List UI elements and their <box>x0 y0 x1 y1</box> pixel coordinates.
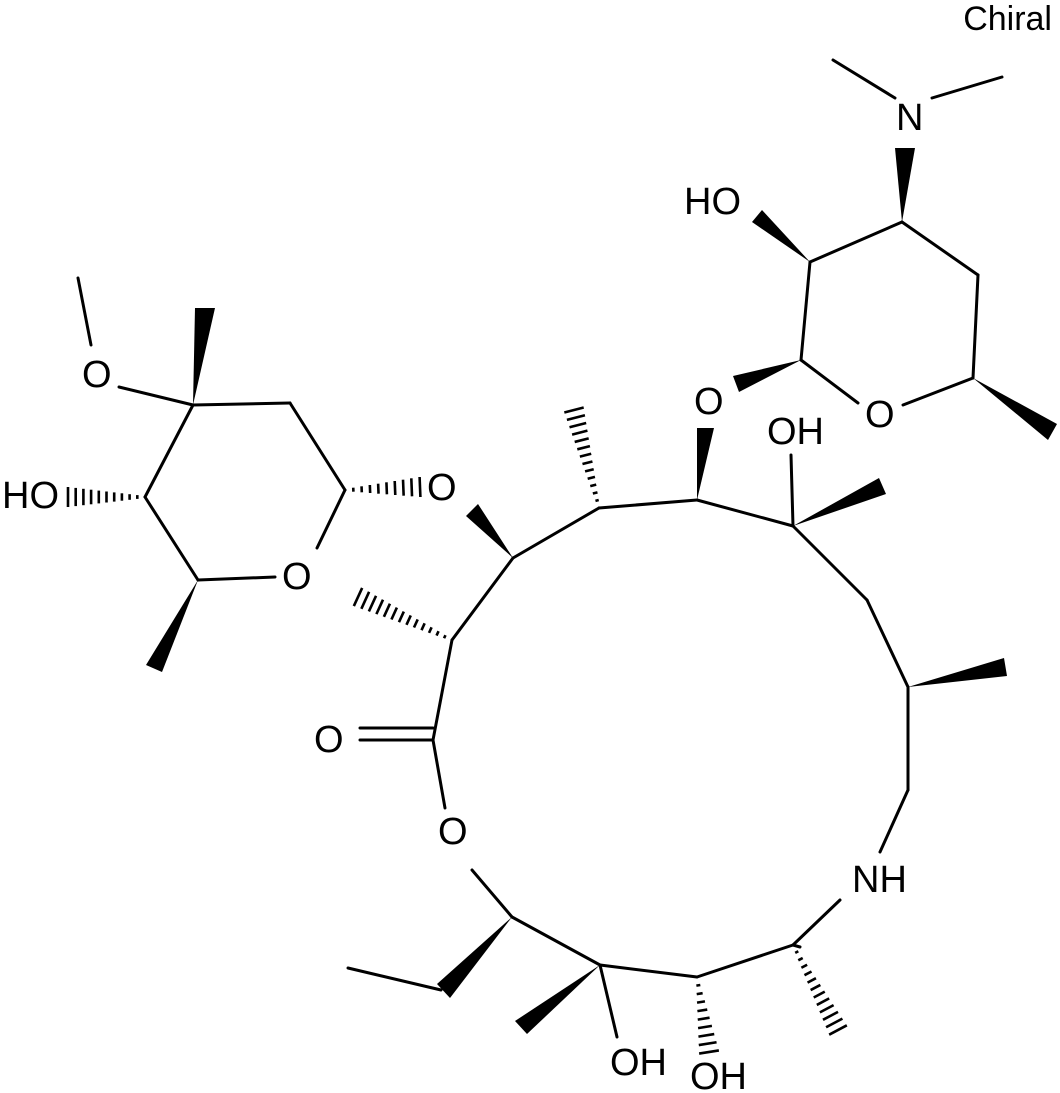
wedge-bond <box>752 210 810 262</box>
wedge-bond <box>973 378 1057 440</box>
wedge-bond <box>733 360 801 392</box>
atom-o-lactone: O <box>438 811 468 853</box>
bond <box>791 943 802 949</box>
atom-o-glyco-desosamine: O <box>694 381 724 423</box>
wedge-bond <box>437 917 512 998</box>
bond <box>598 963 699 979</box>
bond <box>346 966 443 992</box>
atom-o-carbonyl: O <box>314 719 344 761</box>
hashed-bond <box>696 983 720 1055</box>
hashed-bond <box>563 406 600 503</box>
bond <box>930 75 1004 100</box>
bond <box>695 943 795 979</box>
bond <box>431 738 447 810</box>
bond <box>597 498 699 510</box>
chiral-flag: Chiral <box>963 0 1052 38</box>
bond <box>808 220 904 264</box>
wedge-bond <box>515 965 600 1034</box>
atom-o-glyco-cladinose: O <box>427 467 457 509</box>
hashed-bond-layer <box>66 406 848 1055</box>
bond <box>799 260 812 362</box>
bond <box>791 524 869 602</box>
atom-oh-c11: OH <box>690 1056 747 1093</box>
bond <box>511 506 601 560</box>
atom-oh-c6: OH <box>767 411 824 453</box>
bond-layer <box>76 58 1004 1039</box>
bond <box>315 488 347 550</box>
bond <box>865 598 910 689</box>
bond <box>76 276 93 347</box>
atom-o-cladinose-ring: O <box>282 556 312 598</box>
atom-n-dimethylamino: N <box>896 97 923 139</box>
wedge-bond <box>193 308 215 405</box>
bond <box>901 376 975 407</box>
atom-oh-cladinose: HO <box>2 475 59 517</box>
wedge-bond <box>466 504 513 558</box>
bond <box>971 273 980 380</box>
bond <box>789 453 795 528</box>
bond <box>450 556 515 642</box>
atom-label-layer: N HO O O OH O HO O O O O NH OH OH <box>2 97 923 1093</box>
wedge-bond <box>146 580 198 672</box>
wedge-bond <box>793 478 886 526</box>
wedge-bond <box>908 658 1007 687</box>
bond <box>191 401 292 407</box>
bond <box>799 358 860 405</box>
hashed-bond <box>352 587 447 639</box>
bond <box>117 385 195 407</box>
wedge-bond-layer <box>146 148 1057 1034</box>
atom-o-desosamine-ring: O <box>865 394 895 436</box>
wedge-bond <box>697 428 714 500</box>
hashed-bond <box>66 487 139 507</box>
atom-oh-desosamine: HO <box>684 181 741 223</box>
bond <box>831 58 897 100</box>
bond <box>791 898 842 947</box>
bond <box>470 868 514 919</box>
bond <box>510 915 602 967</box>
bond <box>143 403 195 499</box>
bond <box>900 220 980 277</box>
hashed-bond <box>351 476 422 498</box>
atom-o-methoxy: O <box>82 354 112 396</box>
atom-oh-c12: OH <box>610 1042 667 1084</box>
bond <box>288 401 347 492</box>
bond <box>196 575 277 582</box>
atom-nh-ring: NH <box>852 859 907 901</box>
bond <box>878 788 910 854</box>
bond <box>695 498 795 528</box>
bond <box>431 638 454 742</box>
bond <box>143 495 200 582</box>
wedge-bond <box>895 148 915 222</box>
bond <box>598 963 619 1039</box>
hashed-bond <box>794 950 848 1036</box>
